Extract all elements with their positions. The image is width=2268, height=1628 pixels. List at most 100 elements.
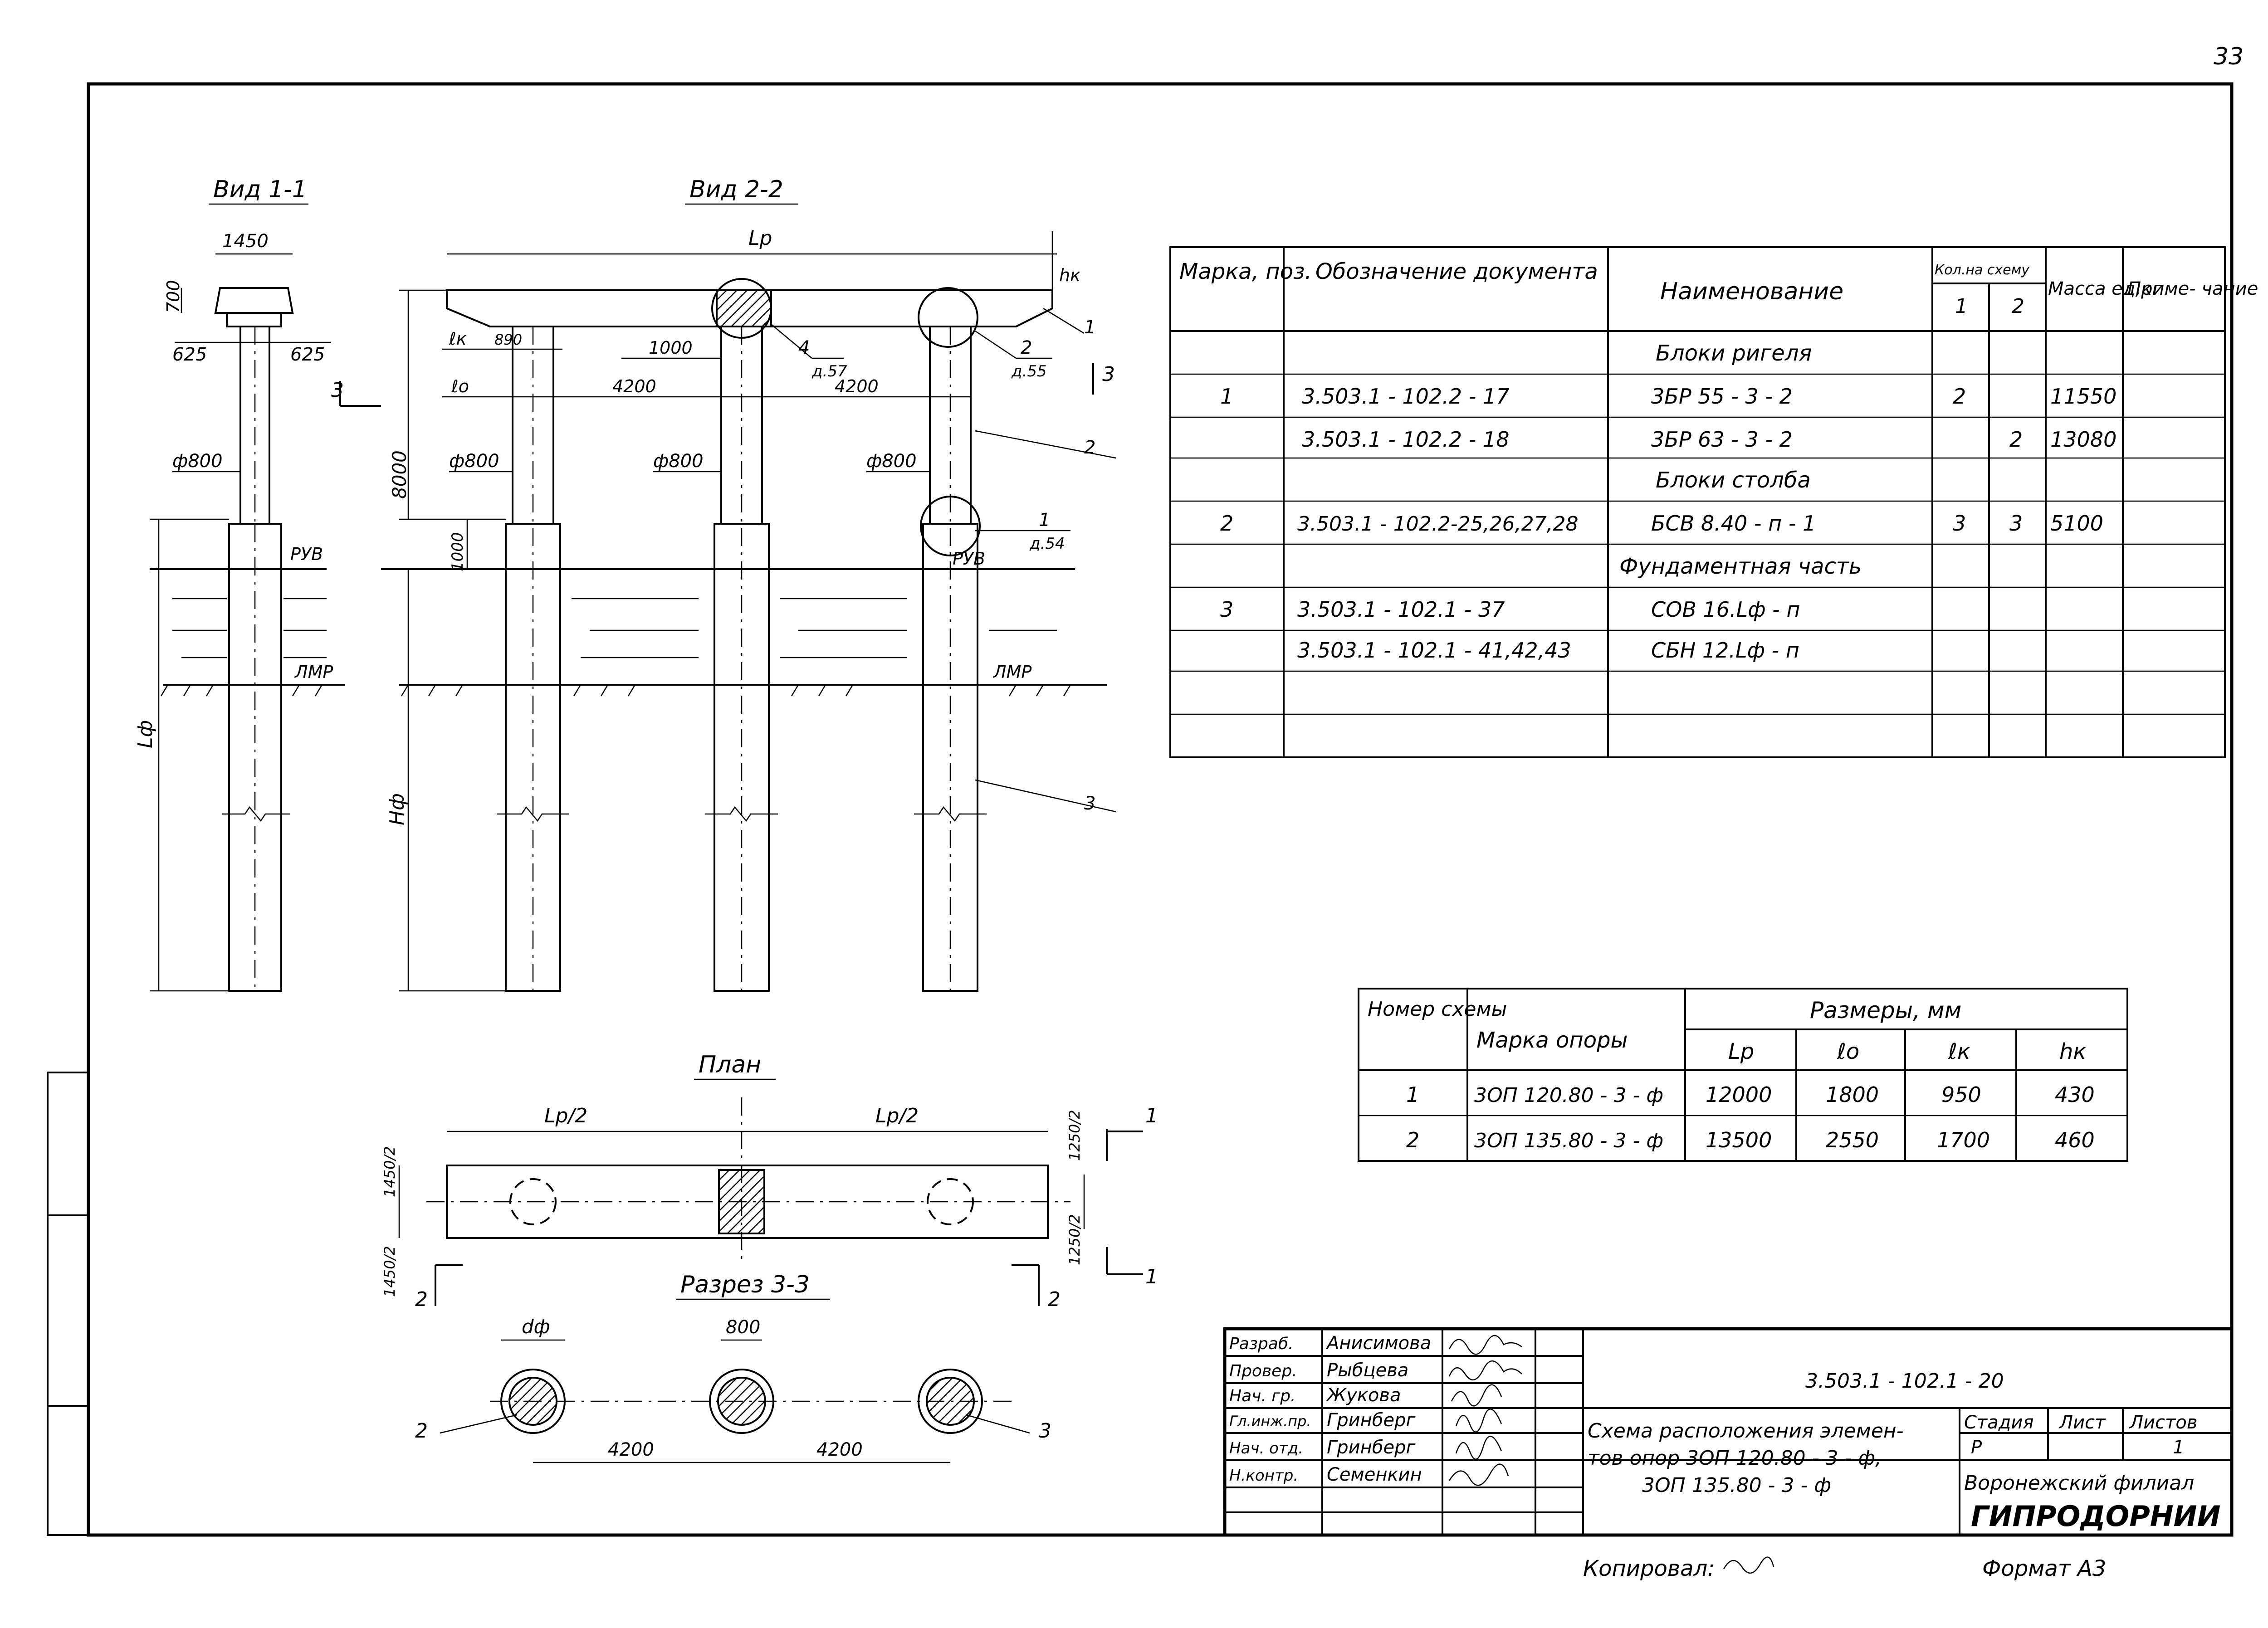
section-ring-left	[500, 1369, 566, 1434]
dim-1250-2-top: 1250/2	[1066, 1110, 1083, 1161]
dims-header-razmery: Размеры, мм	[1810, 997, 1961, 1024]
section-core-center	[717, 1377, 766, 1426]
crossbeam	[446, 289, 1053, 327]
spec-row-7-doc: 3.503.1 - 102.1 - 41,42,43	[1297, 638, 1571, 663]
tb-name-1: Рыбцева	[1327, 1360, 1408, 1381]
footer-format: Формат A3	[1982, 1556, 2106, 1581]
section-3-3-title: Разрез 3-3	[680, 1271, 810, 1298]
tb-title-2: тов опор 3ОП 120.80 - 3 - ф,	[1588, 1447, 1882, 1470]
tb-org-2: ГИПРОДОРНИИ	[1971, 1500, 2220, 1533]
tb-title-3: 3ОП 135.80 - 3 - ф	[1642, 1474, 1831, 1497]
dims-table: Номер схемы Марка опоры Размеры, мм Lр ℓ…	[1358, 988, 2128, 1162]
spec-row-1-doc: 3.503.1 - 102.2 - 17	[1302, 384, 1509, 409]
section-core-right	[926, 1377, 975, 1426]
spec-row-0-name: Блоки ригеля	[1656, 341, 1812, 366]
dim-lf: Lф	[134, 720, 157, 748]
title-block: Разраб. Анисимова Провер. Рыбцева Нач. г…	[1223, 1327, 2234, 1537]
spec-row-2-q2: 2	[2009, 427, 2023, 452]
tb-title-1: Схема расположения элемен-	[1588, 1419, 1904, 1443]
tb-sheets-label: Листов	[2129, 1412, 2197, 1433]
spec-row-1-q1: 2	[1953, 384, 1966, 409]
dims-header-hk: hк	[2059, 1039, 2086, 1064]
label-ruv-right: РУВ	[953, 549, 985, 569]
dims-row-1-lp: 13500	[1706, 1128, 1772, 1152]
dim-1000: 1000	[649, 338, 693, 358]
marker-1-top: 1	[1084, 317, 1095, 338]
spec-header-naim: Наименование	[1660, 278, 1843, 305]
tb-role-2: Нач. гр.	[1229, 1387, 1296, 1405]
spec-header-kol2: 2	[2012, 295, 2024, 318]
spec-row-4-doc: 3.503.1 - 102.2-25,26,27,28	[1297, 512, 1579, 536]
section-mark-3-left: 3	[331, 379, 344, 402]
tb-name-2: Жукова	[1325, 1385, 1401, 1406]
spec-row-2-name: 3БР 63 - 3 - 2	[1651, 427, 1793, 452]
tb-name-0: Анисимова	[1325, 1333, 1431, 1354]
spec-row-2-doc: 3.503.1 - 102.2 - 18	[1302, 427, 1509, 452]
tb-stage: Р	[1971, 1437, 1982, 1458]
dim-lp2-right: Lр/2	[875, 1104, 919, 1127]
section-marker-2: 2	[415, 1419, 428, 1443]
plan-joint-hatched	[718, 1169, 765, 1234]
dim-1000-vert: 1000	[449, 532, 467, 571]
sheet-frame	[87, 82, 2234, 1537]
dims-row-1-n: 2	[1406, 1128, 1419, 1152]
marker-2-mid: 2	[1084, 437, 1095, 458]
dims-row-0-hk: 430	[2055, 1082, 2095, 1107]
view-1-1: Вид 1-1 1450 700 625 625 ф800 3 РУВ	[134, 176, 381, 992]
pile-right	[922, 523, 978, 992]
spec-row-1-mark: 1	[1220, 384, 1233, 409]
pile-left	[505, 523, 561, 992]
spec-header-prim: Приме- чание	[2127, 278, 2258, 299]
marker-1-mid: 1	[1039, 510, 1050, 531]
column-center	[720, 326, 763, 525]
marker-3: 3	[1084, 793, 1095, 814]
column-right	[929, 326, 972, 525]
dims-header-lk: ℓк	[1948, 1039, 1970, 1064]
tb-sheets: 1	[2173, 1437, 2184, 1458]
cap-block	[214, 287, 294, 314]
dim-d800-b: ф800	[653, 451, 704, 472]
dims-row-1-lo: 2550	[1826, 1128, 1879, 1152]
crossbeam-joint-hatched	[716, 289, 772, 327]
dims-row-1-hk: 460	[2055, 1128, 2095, 1152]
page-number: 33	[2214, 43, 2244, 70]
dim-hf: Hф	[386, 793, 409, 825]
view-1-1-title: Вид 1-1	[213, 176, 307, 203]
dim-lo: ℓо	[451, 376, 469, 396]
dims-header-nomer: Номер схемы	[1368, 998, 1507, 1021]
dims-row-0-lo: 1800	[1826, 1082, 1879, 1107]
ref-d54: д.54	[1029, 535, 1065, 553]
dims-row-1-mark: 3ОП 135.80 - 3 - ф	[1474, 1129, 1663, 1152]
plan-cut-1-bottom: 1	[1145, 1265, 1158, 1288]
column-left	[512, 326, 554, 525]
spec-header-kol1: 1	[1955, 295, 1968, 318]
dims-header-lp: Lр	[1728, 1039, 1754, 1064]
dims-row-0-lk: 950	[1941, 1082, 1981, 1107]
tb-sheet-label: Лист	[2058, 1412, 2106, 1433]
dim-lp2-left: Lр/2	[544, 1104, 587, 1127]
footer-copied: Копировал:	[1583, 1556, 1715, 1581]
spec-row-6-mark: 3	[1220, 597, 1233, 622]
section-3-3: Разрез 3-3 dф 800 4200 4200 2 3	[415, 1271, 1051, 1463]
plan-title: План	[699, 1051, 761, 1078]
dims-row-0-mark: 3ОП 120.80 - 3 - ф	[1474, 1084, 1663, 1107]
spec-row-6-doc: 3.503.1 - 102.1 - 37	[1297, 597, 1505, 622]
marker-4: 4	[798, 337, 810, 358]
section-ring-center	[709, 1369, 774, 1434]
spec-row-6-name: СОВ 16.Lф - п	[1651, 597, 1800, 622]
plan-column-right	[927, 1178, 974, 1225]
dim-df: dф	[522, 1316, 550, 1338]
dim-4200-sec-b: 4200	[816, 1439, 863, 1460]
view-2-2: Вид 2-2 Lр hк ℓк 890 1000 ℓо	[381, 176, 1116, 992]
tb-role-3: Гл.инж.пр.	[1229, 1413, 1311, 1430]
marker-2-top: 2	[1021, 337, 1032, 358]
dim-d800: ф800	[172, 451, 223, 472]
spec-header-marka: Марка, поз.	[1179, 259, 1312, 284]
spec-row-2-mass: 13080	[2050, 427, 2116, 452]
spec-header-oboz: Обозначение документа	[1315, 259, 1598, 284]
binding-strip	[47, 1072, 89, 1536]
footer-signature	[1723, 1556, 1774, 1574]
dim-1250-2-bottom: 1250/2	[1066, 1214, 1083, 1265]
spec-row-1-name: 3БР 55 - 3 - 2	[1651, 384, 1793, 409]
dim-1450-2-bottom: 1450/2	[381, 1246, 398, 1297]
